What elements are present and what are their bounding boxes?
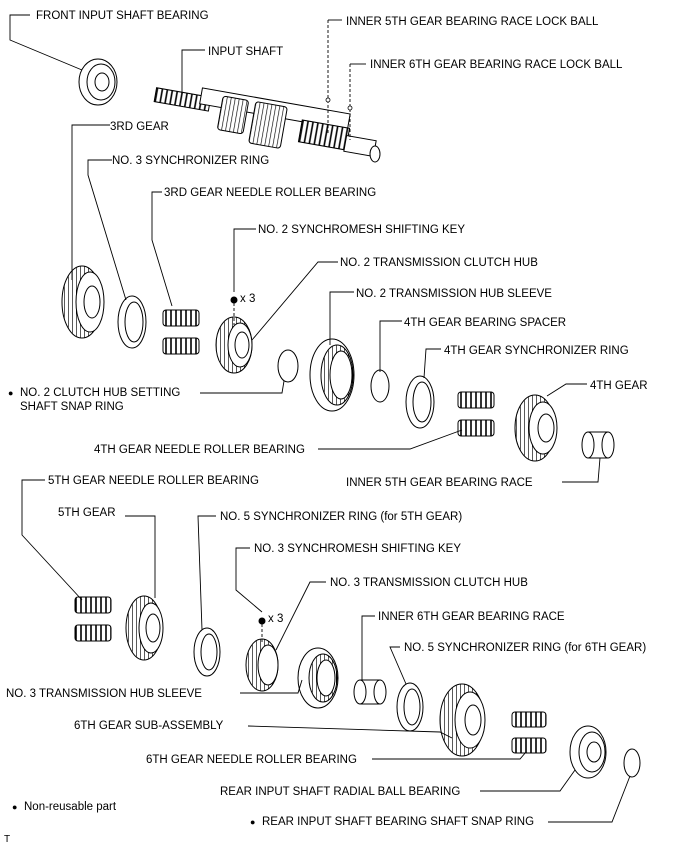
label-x3-upper: x 3: [240, 293, 255, 305]
label-no3-clutch-hub: NO. 3 TRANSMISSION CLUTCH HUB: [330, 577, 528, 589]
fourth-gear-synchronizer-ring: [405, 375, 435, 429]
sixth-gear-needle-roller-bearing: [511, 711, 547, 754]
label-no3-shifting-key: NO. 3 SYNCHROMESH SHIFTING KEY: [254, 543, 461, 555]
label-no5-sync-ring-6th: NO. 5 SYNCHRONIZER RING (for 6TH GEAR): [404, 642, 646, 654]
label-no2-shifting-key: NO. 2 SYNCHROMESH SHIFTING KEY: [258, 224, 465, 236]
no2-synchromesh-shifting-key: [230, 296, 238, 304]
label-no5-sync-ring-5th: NO. 5 SYNCHRONIZER RING (for 5TH GEAR): [220, 511, 462, 523]
fifth-gear-needle-roller-bearing: [74, 596, 112, 642]
label-inner-5th-race: INNER 5TH GEAR BEARING RACE: [346, 477, 533, 489]
label-sixth-needle-bearing: 6TH GEAR NEEDLE ROLLER BEARING: [146, 754, 357, 766]
legend-non-reusable-text: Non-reusable part: [24, 801, 117, 813]
no2-transmission-hub-sleeve: [309, 338, 355, 412]
label-inner-6th-race: INNER 6TH GEAR BEARING RACE: [378, 611, 565, 623]
label-inner-6th-lock-ball: INNER 6TH GEAR BEARING RACE LOCK BALL: [370, 59, 623, 71]
label-input-shaft: INPUT SHAFT: [208, 46, 283, 58]
label-no3-hub-sleeve: NO. 3 TRANSMISSION HUB SLEEVE: [6, 688, 202, 700]
corner-mark: T: [4, 834, 10, 845]
leader-lines: [9, 14, 631, 823]
third-gear-needle-roller-bearing: [162, 309, 200, 355]
input-shaft: [153, 87, 381, 163]
label-fourth-needle-bearing: 4TH GEAR NEEDLE ROLLER BEARING: [94, 444, 305, 456]
no3-transmission-clutch-hub: [245, 638, 279, 692]
non-reusable-mark-1: ●: [8, 388, 13, 398]
sixth-gear-sub-assembly: [439, 683, 486, 757]
label-x3-lower: x 3: [268, 613, 283, 625]
fourth-gear-needle-roller-bearing: [457, 391, 495, 437]
fourth-gear: [514, 394, 558, 462]
label-third-gear: 3RD GEAR: [110, 121, 169, 133]
label-no2-snap-ring-line1: NO. 2 CLUTCH HUB SETTING: [20, 387, 180, 399]
label-front-input-shaft-bearing: FRONT INPUT SHAFT BEARING: [36, 10, 209, 22]
third-gear: [61, 265, 105, 339]
no3-synchromesh-shifting-key: [258, 617, 266, 625]
label-no2-clutch-hub: NO. 2 TRANSMISSION CLUTCH HUB: [340, 257, 538, 269]
label-no3-sync-ring: NO. 3 SYNCHRONIZER RING: [112, 155, 269, 167]
non-reusable-mark-2: ●: [250, 817, 255, 827]
label-fifth-needle-bearing: 5TH GEAR NEEDLE ROLLER BEARING: [48, 475, 259, 487]
front-input-shaft-bearing: [78, 58, 118, 106]
label-no2-hub-sleeve: NO. 2 TRANSMISSION HUB SLEEVE: [356, 288, 552, 300]
label-fifth-gear: 5TH GEAR: [58, 507, 116, 519]
label-fourth-sync-ring: 4TH GEAR SYNCHRONIZER RING: [444, 345, 629, 357]
inner-fifth-gear-bearing-race: [581, 431, 615, 459]
no3-synchronizer-ring: [117, 295, 147, 349]
fourth-gear-bearing-spacer: [370, 369, 390, 403]
label-inner-5th-lock-ball: INNER 5TH GEAR BEARING RACE LOCK BALL: [346, 16, 599, 28]
label-sixth-gear-sub: 6TH GEAR SUB-ASSEMBLY: [74, 720, 224, 732]
label-rear-snap-ring: REAR INPUT SHAFT BEARING SHAFT SNAP RING: [262, 816, 534, 828]
rear-input-shaft-snap-ring: [623, 748, 641, 778]
label-third-needle-bearing: 3RD GEAR NEEDLE ROLLER BEARING: [164, 187, 376, 199]
rear-input-shaft-radial-ball-bearing: [569, 725, 607, 779]
fifth-gear: [125, 595, 164, 661]
label-no2-snap-ring-line2: SHAFT SNAP RING: [20, 401, 124, 413]
no5-synchronizer-ring-fifth: [193, 627, 221, 677]
no2-clutch-hub-snap-ring: [277, 349, 299, 383]
inner-sixth-gear-bearing-race: [353, 679, 387, 705]
no2-transmission-clutch-hub: [215, 316, 253, 374]
label-rear-radial-bearing: REAR INPUT SHAFT RADIAL BALL BEARING: [220, 786, 460, 798]
legend-non-reusable-symbol: ●: [12, 802, 17, 812]
label-fourth-bearing-spacer: 4TH GEAR BEARING SPACER: [404, 317, 566, 329]
label-fourth-gear: 4TH GEAR: [590, 380, 648, 392]
no3-transmission-hub-sleeve: [297, 647, 339, 709]
no5-synchronizer-ring-sixth: [396, 682, 424, 732]
